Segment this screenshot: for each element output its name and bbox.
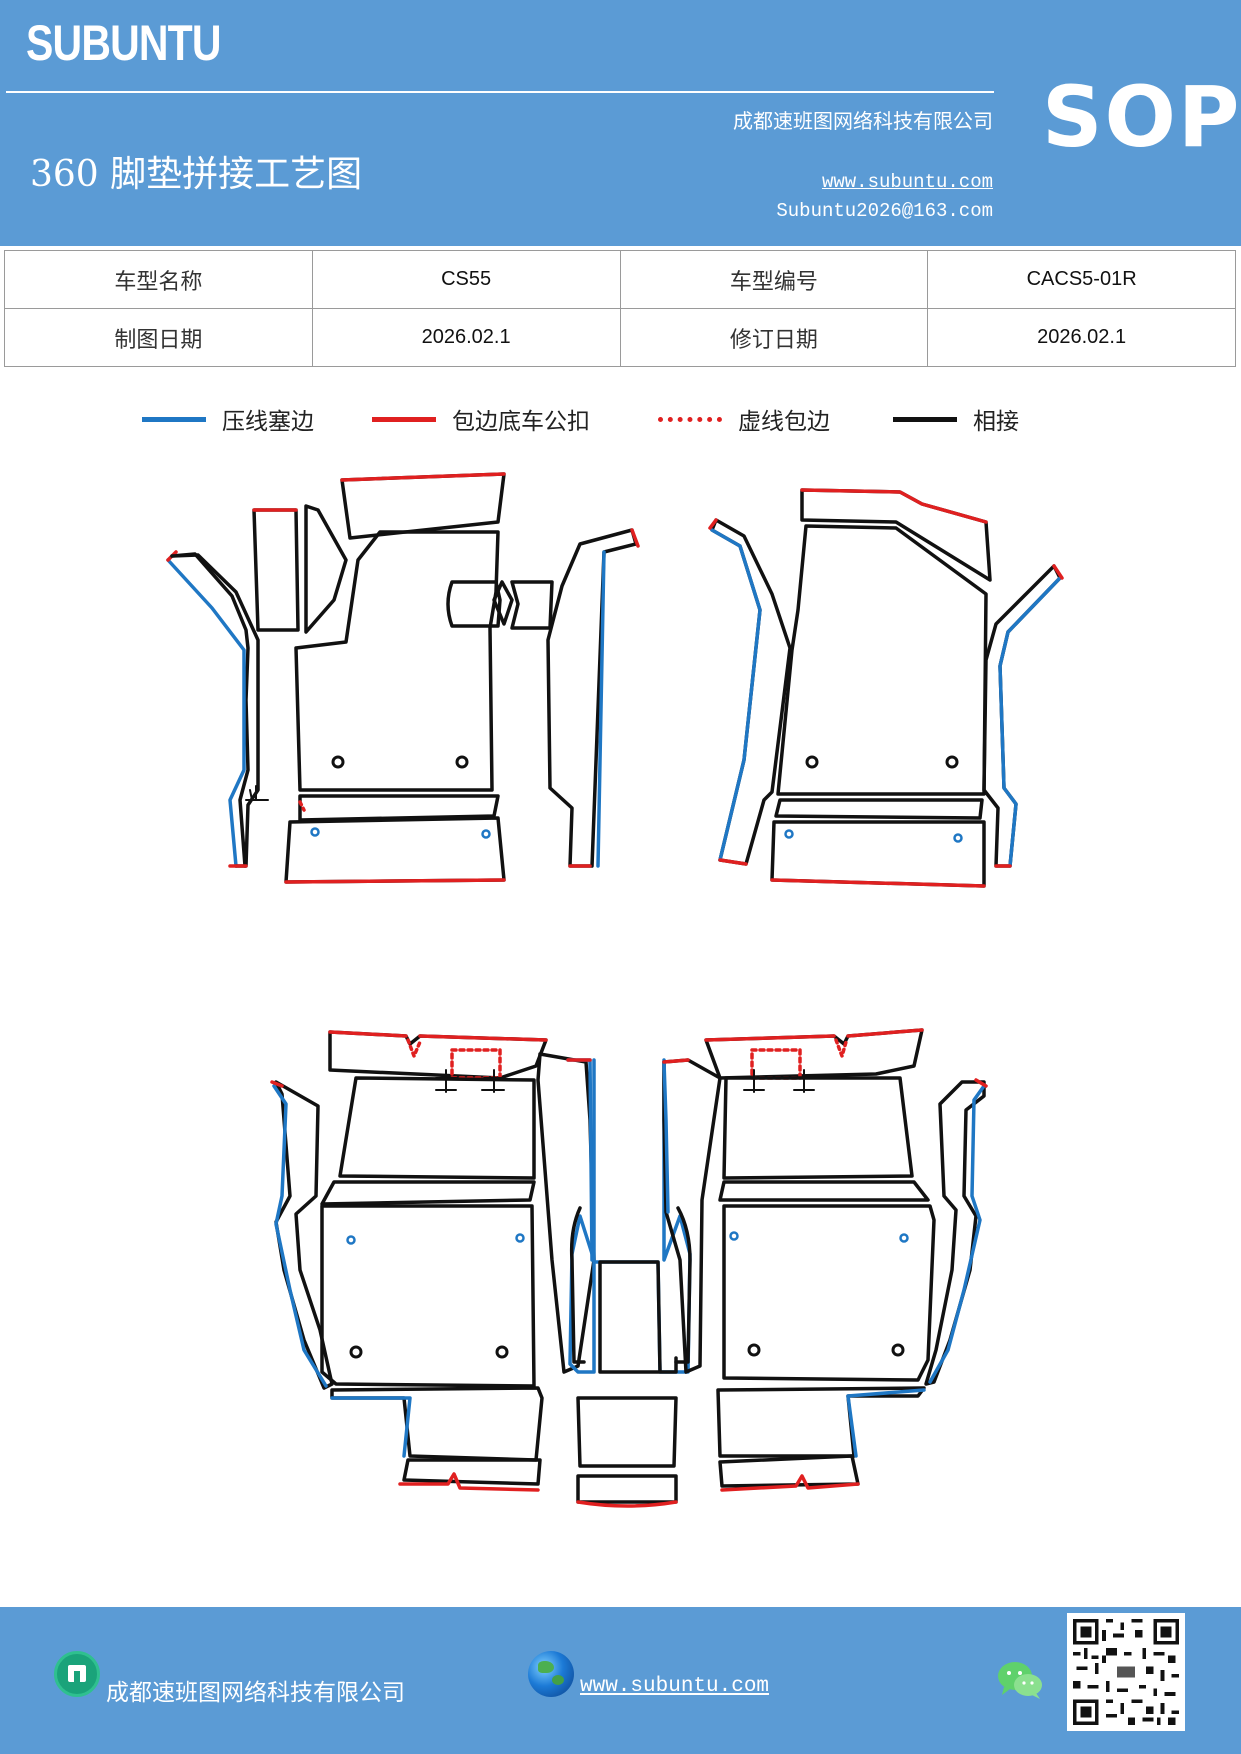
rear-left-mat-group: [270, 1030, 596, 1492]
legend-label: 相接: [973, 409, 1019, 435]
legend-swatch-black: [893, 416, 957, 422]
footer-website-link[interactable]: www.subuntu.com: [580, 1675, 770, 1698]
label-draw-date: 制图日期: [4, 308, 313, 367]
sop-badge: SOP: [1042, 68, 1241, 166]
qr-code: [1067, 1613, 1185, 1731]
legend-label: 包边底车公扣: [452, 409, 590, 435]
legend-swatch-red: [372, 416, 436, 422]
vehicle-info-table: 车型名称 CS55 车型编号 CACS5-01R 制图日期 2026.02.1 …: [4, 250, 1236, 367]
legend-item-dotted-edge: 虚线包边: [658, 402, 830, 436]
header-company: 成都速班图网络科技有限公司: [733, 109, 993, 133]
table-row: 制图日期 2026.02.1 修订日期 2026.02.1: [4, 308, 1236, 367]
label-model-code: 车型编号: [619, 250, 929, 309]
label-revise-date: 修订日期: [619, 308, 929, 367]
front-right-mat-group: [708, 488, 1064, 888]
wechat-icon[interactable]: [996, 1659, 1044, 1701]
qr-code-pattern: [1073, 1619, 1179, 1725]
legend-item-press-line: 压线塞边: [142, 402, 314, 436]
front-left-mat-group: [166, 472, 640, 884]
header-divider: [6, 91, 994, 93]
legend-label: 虚线包边: [738, 409, 830, 435]
label-model-name: 车型名称: [4, 250, 313, 309]
value-draw-date: 2026.02.1: [311, 308, 621, 367]
value-model-code: CACS5-01R: [927, 250, 1236, 309]
header-band: SUBUNTU 360 脚垫拼接工艺图 成都速班图网络科技有限公司 www.su…: [0, 0, 1241, 246]
value-revise-date: 2026.02.1: [927, 308, 1236, 367]
footer-company: 成都速班图网络科技有限公司: [106, 1680, 405, 1706]
legend-swatch-red-dotted: [658, 416, 722, 422]
value-model-name: CS55: [311, 250, 621, 309]
rear-center-tunnel-group: [568, 1058, 692, 1508]
legend-item-edge-buckle: 包边底车公扣: [372, 402, 590, 436]
page-title: 360 脚垫拼接工艺图: [30, 154, 363, 195]
legend-label: 压线塞边: [222, 409, 314, 435]
globe-icon: [528, 1651, 574, 1697]
table-row: 车型名称 CS55 车型编号 CACS5-01R: [4, 250, 1236, 309]
header-email[interactable]: Subuntu2026@163.com: [776, 200, 993, 222]
company-icon: [54, 1651, 100, 1697]
brand-logo: SUBUNTU: [26, 15, 222, 71]
header-website-link[interactable]: www.subuntu.com: [821, 171, 993, 193]
legend-swatch-blue: [142, 416, 206, 422]
legend-item-joined: 相接: [893, 402, 1019, 436]
footer-band: 成都速班图网络科技有限公司 www.subuntu.com: [0, 1607, 1241, 1754]
rear-right-mat-group: [662, 1028, 988, 1492]
